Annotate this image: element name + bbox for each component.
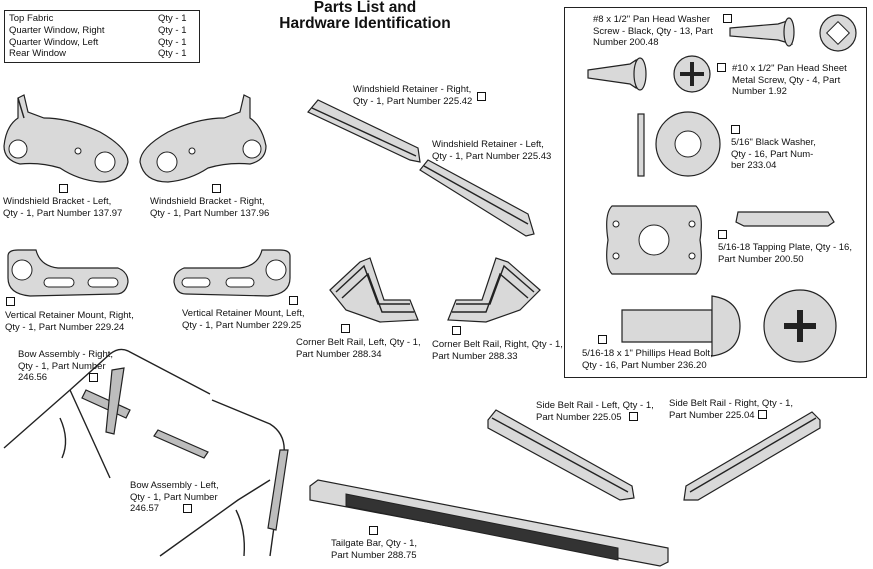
tapping-plate-drawing	[606, 205, 835, 275]
checkbox-icon[interactable]	[731, 125, 740, 134]
checkbox-icon[interactable]	[723, 14, 732, 23]
phillips-head-sheet-drawing	[673, 55, 711, 93]
phillips-head-top-drawing	[819, 14, 857, 52]
fabric-item-qty: Qty - 1	[158, 25, 187, 36]
vertical-retainer-left-drawing	[173, 249, 291, 297]
checkbox-icon[interactable]	[89, 373, 98, 382]
phillips-bolt-drawing	[621, 289, 837, 363]
corner-belt-right-drawing	[447, 257, 541, 323]
fabric-item-name: Quarter Window, Right	[9, 25, 105, 36]
side-belt-right-label: Side Belt Rail - Right, Qty - 1, Part Nu…	[669, 398, 794, 421]
checkbox-icon[interactable]	[758, 410, 767, 419]
checkbox-icon[interactable]	[183, 504, 192, 513]
windshield-bracket-right-label: Windshield Bracket - Right, Qty - 1, Par…	[150, 196, 270, 219]
checkbox-icon[interactable]	[477, 92, 486, 101]
side-belt-left-label: Side Belt Rail - Left, Qty - 1, Part Num…	[536, 400, 654, 423]
checkbox-icon[interactable]	[598, 335, 607, 344]
windshield-retainer-left-drawing	[419, 159, 535, 237]
phillips-bolt-label: 5/16-18 x 1" Phillips Head Bolt, Qty - 1…	[582, 348, 713, 371]
vertical-retainer-right-label: Vertical Retainer Mount, Right, Qty - 1,…	[5, 310, 134, 333]
checkbox-icon[interactable]	[369, 526, 378, 535]
windshield-retainer-right-label: Windshield Retainer - Right, Qty - 1, Pa…	[353, 84, 473, 107]
windshield-bracket-left-label: Windshield Bracket - Left, Qty - 1, Part…	[3, 196, 123, 219]
fabric-item-name: Quarter Window, Left	[9, 37, 99, 48]
pan-head-washer-screw-drawing	[729, 17, 795, 47]
tapping-plate-label: 5/16-18 Tapping Plate, Qty - 16, Part Nu…	[718, 242, 852, 265]
checkbox-icon[interactable]	[629, 412, 638, 421]
checkbox-icon[interactable]	[452, 326, 461, 335]
vertical-retainer-left-label: Vertical Retainer Mount, Left, Qty - 1, …	[182, 308, 305, 331]
windshield-bracket-left-drawing	[3, 94, 129, 183]
page-title: Parts List and Hardware Identification	[250, 0, 480, 32]
side-belt-right-drawing	[683, 411, 821, 501]
side-belt-left-drawing	[487, 409, 635, 501]
fabric-item-name: Rear Window	[9, 48, 67, 59]
title-line-1: Parts List and	[313, 0, 417, 16]
sheet-metal-screw-drawing	[587, 57, 647, 91]
fabric-item-qty: Qty - 1	[158, 13, 187, 24]
bow-assembly-drawing	[3, 348, 289, 557]
fabric-item-name: Top Fabric	[9, 13, 54, 24]
windshield-bracket-right-drawing	[139, 94, 267, 183]
tailgate-bar-label: Tailgate Bar, Qty - 1, Part Number 288.7…	[331, 538, 418, 561]
pan-head-washer-screw-label: #8 x 1/2" Pan Head Washer Screw - Black,…	[593, 14, 713, 48]
windshield-retainer-left-label: Windshield Retainer - Left, Qty - 1, Par…	[432, 139, 552, 162]
checkbox-icon[interactable]	[6, 297, 15, 306]
bow-left-label: Bow Assembly - Left, Qty - 1, Part Numbe…	[130, 480, 219, 514]
tailgate-bar-drawing	[309, 479, 669, 567]
corner-belt-left-label: Corner Belt Rail, Left, Qty - 1, Part Nu…	[296, 337, 421, 360]
checkbox-icon[interactable]	[717, 63, 726, 72]
vertical-retainer-right-drawing	[7, 249, 129, 297]
checkbox-icon[interactable]	[289, 296, 298, 305]
windshield-retainer-right-drawing	[307, 99, 421, 163]
fabric-item-qty: Qty - 1	[158, 37, 187, 48]
bow-right-label: Bow Assembly - Right, Qty - 1, Part Numb…	[18, 349, 114, 383]
checkbox-icon[interactable]	[718, 230, 727, 239]
checkbox-icon[interactable]	[341, 324, 350, 333]
hardware-box	[564, 7, 867, 378]
checkbox-icon[interactable]	[212, 184, 221, 193]
corner-belt-right-label: Corner Belt Rail, Right, Qty - 1, Part N…	[432, 339, 563, 362]
checkbox-icon[interactable]	[59, 184, 68, 193]
washer-drawing	[637, 111, 721, 177]
black-washer-label: 5/16" Black Washer, Qty - 16, Part Num- …	[731, 137, 816, 171]
pan-head-sheet-metal-label: #10 x 1/2" Pan Head Sheet Metal Screw, Q…	[732, 63, 847, 97]
corner-belt-left-drawing	[329, 257, 419, 323]
fabric-list-box: Top Fabric Qty - 1 Quarter Window, Right…	[4, 10, 200, 63]
fabric-item-qty: Qty - 1	[158, 48, 187, 59]
title-line-2: Hardware Identification	[279, 15, 451, 32]
